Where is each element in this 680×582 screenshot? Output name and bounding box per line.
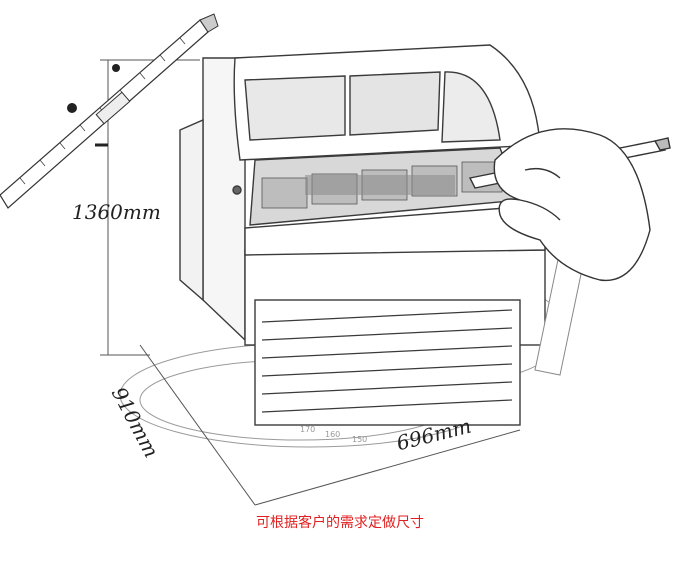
- custom-size-caption: 可根据客户的需求定做尺寸: [256, 515, 424, 531]
- svg-text:150: 150: [352, 435, 367, 444]
- svg-text:160: 160: [325, 430, 340, 439]
- display-cabinet: [179, 44, 546, 426]
- svg-text:170: 170: [300, 425, 315, 434]
- height-dimension-label: 1360mm: [72, 200, 161, 224]
- ruler-left: [0, 13, 219, 209]
- hand-with-pencil: [468, 128, 671, 282]
- floor-scale: 170 160 150: [300, 425, 367, 444]
